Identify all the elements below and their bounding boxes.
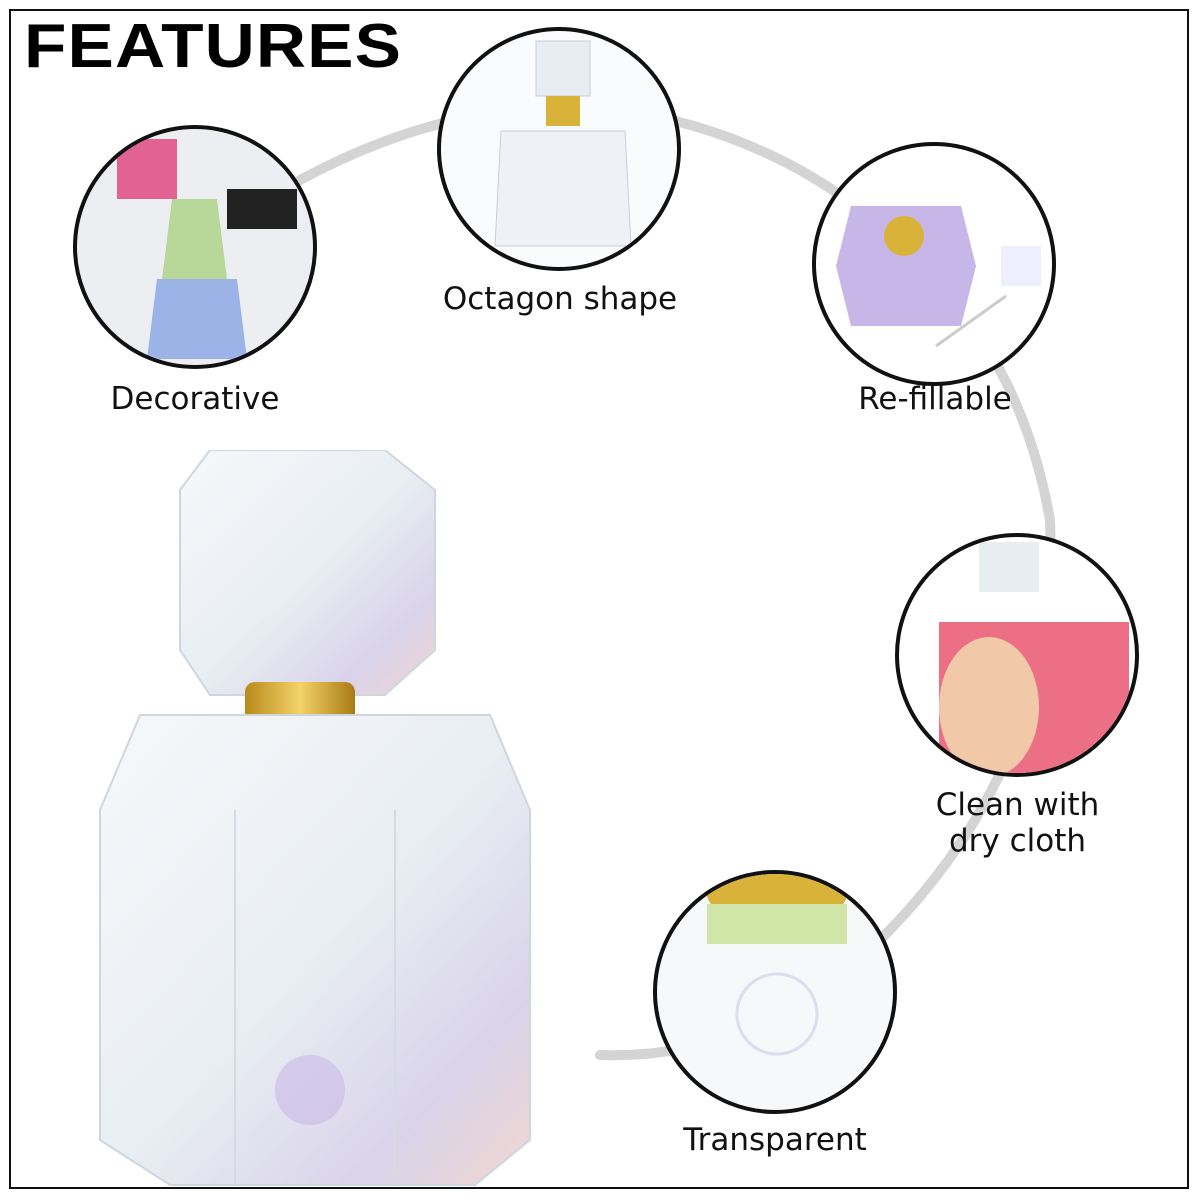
feature-image-octagon <box>437 27 681 271</box>
bottle-transparent-image <box>707 874 847 1056</box>
perfume-bottle-image <box>99 450 531 1186</box>
feature-label-clean-line2: dry cloth <box>948 823 1087 859</box>
feature-label-octagon: Octagon shape <box>442 281 678 317</box>
feature-image-clean <box>895 533 1139 777</box>
page-title: FEATURES <box>24 12 403 81</box>
feature-label-clean-line1: Clean with <box>935 787 1100 823</box>
feature-label-decorative: Decorative <box>110 381 280 417</box>
bottle-octagon-image <box>494 40 632 247</box>
feature-label-clean: Clean with dry cloth <box>880 787 1155 859</box>
bottle-decorative-image <box>117 139 297 359</box>
feature-image-transparent <box>653 870 897 1114</box>
bottle-refillable-image <box>836 206 1041 348</box>
feature-image-decorative <box>73 125 317 369</box>
feature-image-refillable <box>812 142 1056 386</box>
feature-label-refillable: Re-fillable <box>858 381 1012 417</box>
page-frame <box>9 9 1189 1189</box>
cloth-cleaning-image <box>939 542 1129 773</box>
feature-label-transparent: Transparent <box>683 1122 867 1158</box>
